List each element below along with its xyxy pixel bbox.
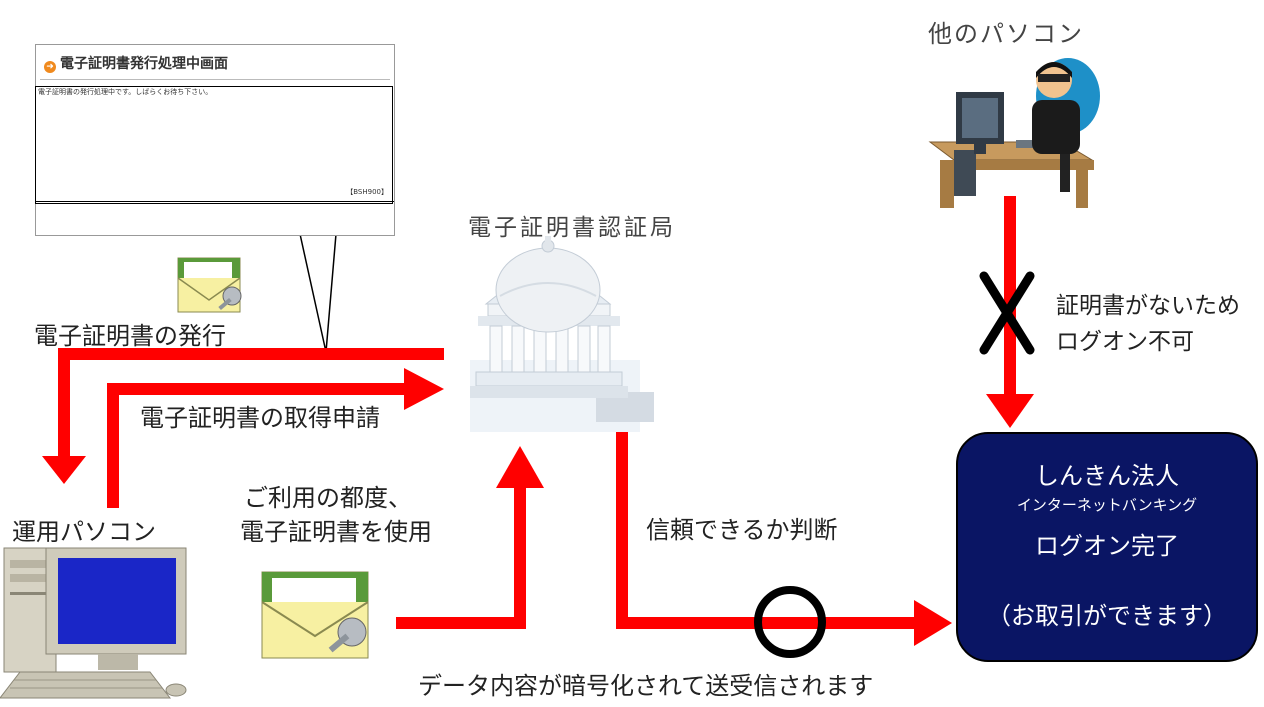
no-cert-label-line1: 証明書がないため <box>1056 293 1240 319</box>
result-line4: （お取引ができます） <box>987 602 1227 630</box>
encrypted-label: データ内容が暗号化されて送受信されます <box>418 672 874 700</box>
screen-divider <box>40 79 390 80</box>
screen-title: ➜ 電子証明書発行処理中画面 <box>44 53 228 73</box>
certificate-envelope-icon <box>177 257 242 313</box>
logon-complete-box: しんきん法人 インターネットバンキング ログオン完了 （お取引ができます） <box>956 432 1258 662</box>
arrow-right-icon: ➜ <box>44 61 56 73</box>
certificate-authority-icon <box>470 236 654 432</box>
use-cert-arrow <box>396 446 544 629</box>
issuance-screen-mockup: ➜電子証明書発行処理中画面 電子証明書の発行処理中です。しばらくお待ち下さい。 … <box>35 44 395 236</box>
intruder-pc-icon <box>928 58 1100 208</box>
user-pc-icon <box>0 547 187 699</box>
screen-content-frame <box>35 86 393 204</box>
screen-bottom-rule <box>36 201 394 202</box>
judge-label: 信頼できるか判断 <box>646 516 838 544</box>
issuance-arrow <box>42 348 444 484</box>
screen-message: 電子証明書の発行処理中です。しばらくお待ち下さい。 <box>38 88 213 96</box>
each-use-label-line1: ご利用の都度、 <box>244 484 412 512</box>
other-pc-label: 他のパソコン <box>928 20 1084 48</box>
request-arrow <box>107 368 444 508</box>
ok-circle-icon <box>754 586 826 658</box>
trust-arrow <box>616 432 952 646</box>
screen-code: 【BSH900】 <box>346 188 388 196</box>
result-line3: ログオン完了 <box>1035 532 1179 560</box>
other-pc-arrow <box>986 196 1034 428</box>
user-pc-label: 運用パソコン <box>12 518 156 546</box>
screen-title-text: 電子証明書発行処理中画面 <box>60 56 228 72</box>
result-line1: しんきん法人 <box>1035 462 1179 490</box>
callout-tail <box>299 233 337 353</box>
issuance-label: 電子証明書の発行 <box>34 322 226 350</box>
each-use-label-line2: 電子証明書を使用 <box>240 518 432 546</box>
denied-x-icon <box>979 271 1035 355</box>
result-line2: インターネットバンキング <box>1016 496 1198 514</box>
no-cert-label-line2: ログオン不可 <box>1056 329 1194 355</box>
certificate-envelope-large-icon <box>261 571 369 659</box>
request-label: 電子証明書の取得申請 <box>140 404 380 432</box>
ca-label: 電子証明書認証局 <box>468 215 676 241</box>
